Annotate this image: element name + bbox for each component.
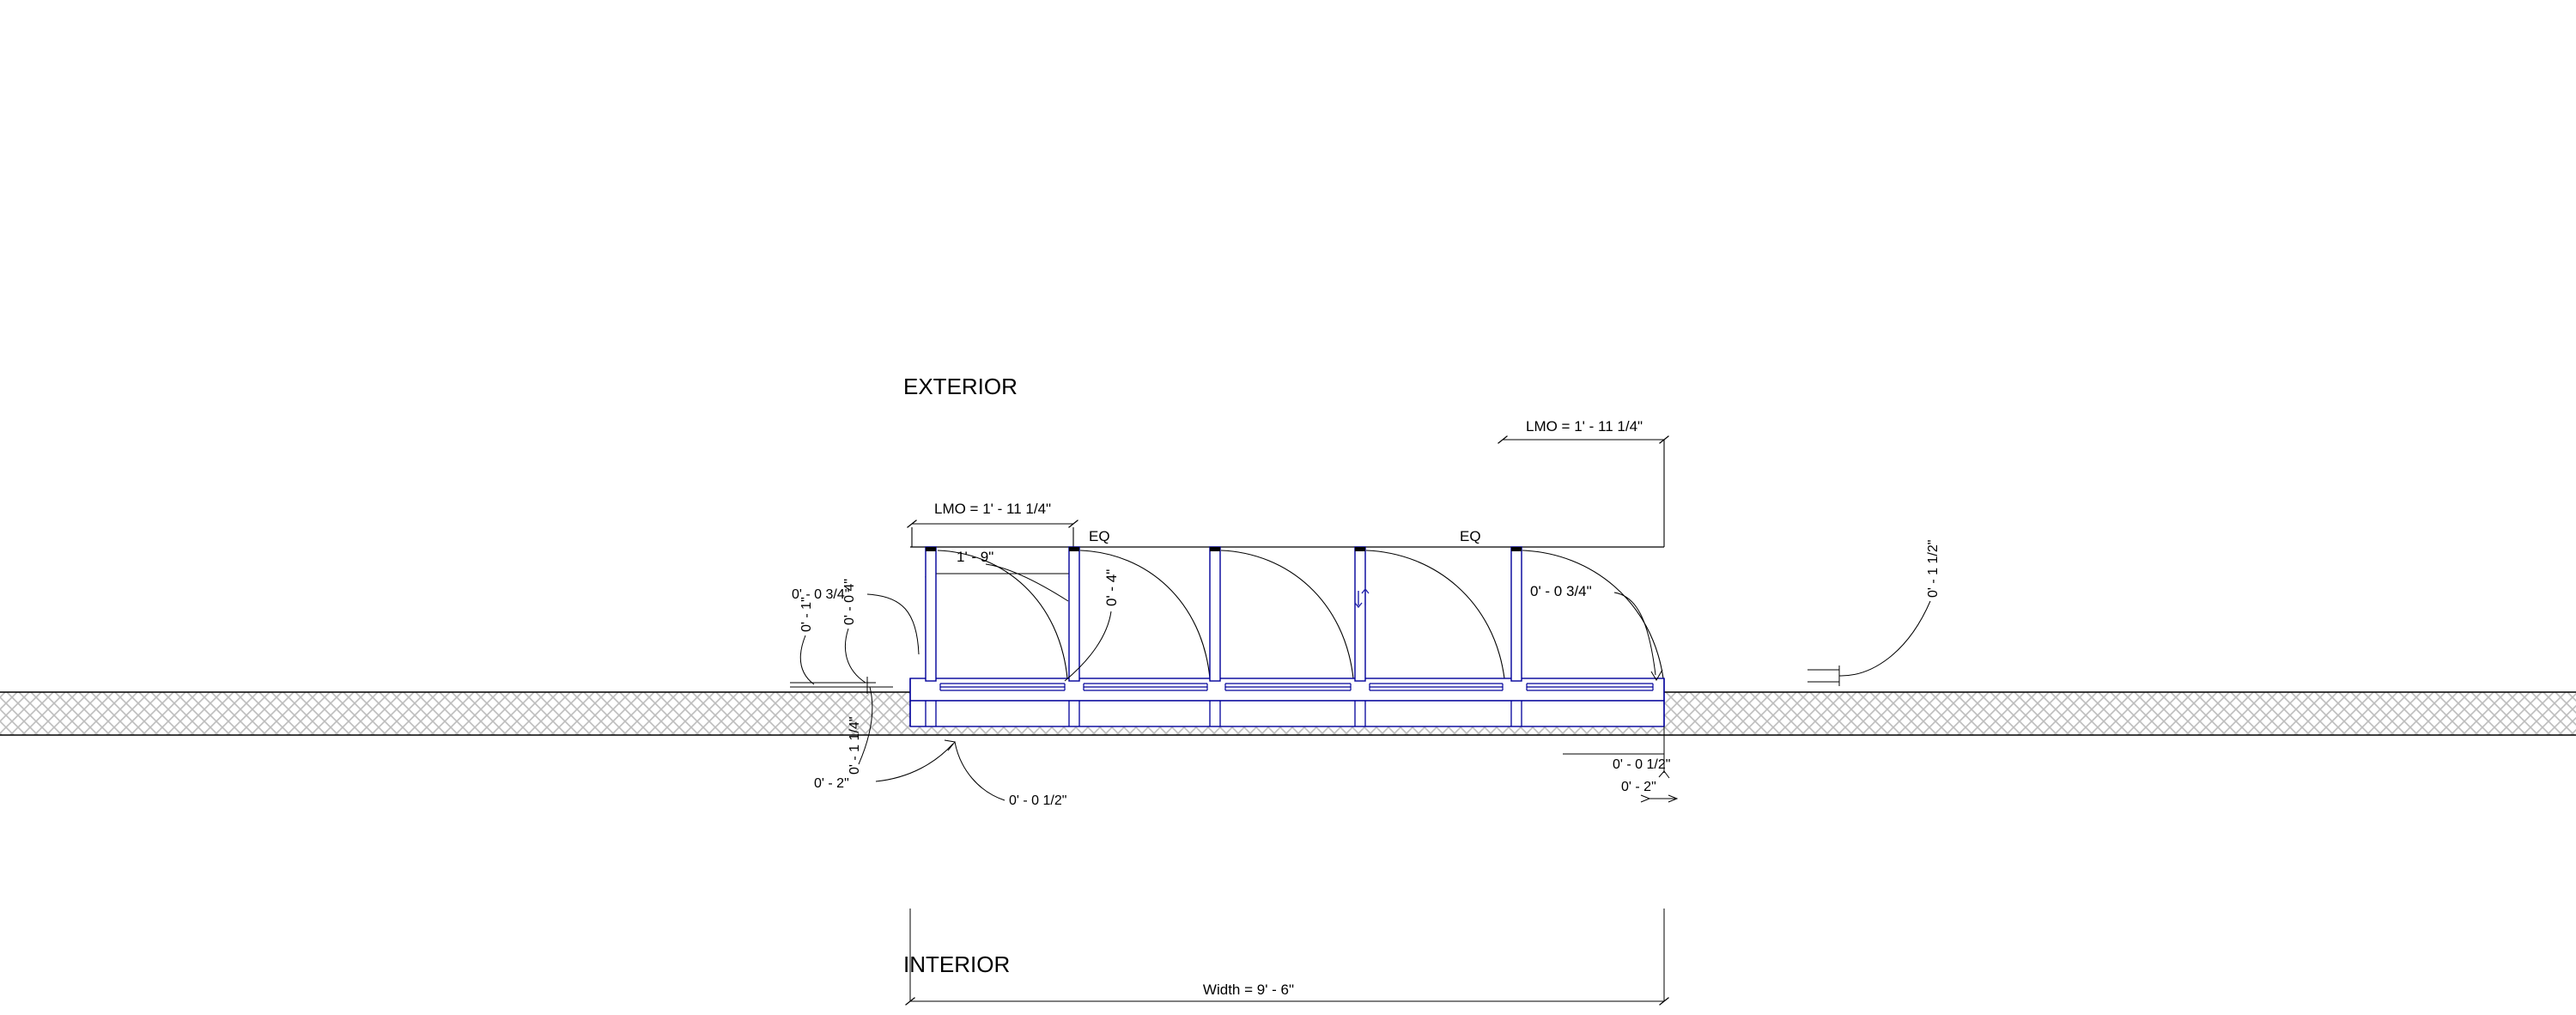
dimension-sill-3-text: 0' - 0 1/2": [1009, 793, 1066, 808]
left-annotations[interactable]: 0' - 1" 0' - 0 4" 0' - 0 3/4": [790, 579, 920, 694]
dimension-right-detail-text: 0' - 1 1/2": [1926, 540, 1941, 598]
dimension-jamb-2-text: 0' - 0 4": [842, 579, 857, 625]
dimension-lmo-left[interactable]: LMO = 1' - 11 1/4": [907, 501, 1078, 547]
mullions: [925, 546, 1522, 682]
dimension-lmo-right-text: LMO = 1' - 11 1/4": [1526, 418, 1643, 435]
dimension-stile-depth[interactable]: 0' - 4": [1064, 569, 1120, 682]
dimension-head-offset-right-text: 0' - 0 3/4": [1530, 583, 1592, 599]
bottom-left-annotations[interactable]: 0' - 1 1/4" 0' - 2" 0' - 0 1/2": [814, 686, 1066, 808]
dimension-jamb-3-text: 0' - 0 3/4": [792, 587, 849, 602]
dimension-right-sill-2-text: 0' - 2": [1621, 780, 1656, 794]
eq-label-left: EQ: [1089, 528, 1110, 544]
eq-label-right: EQ: [1460, 528, 1481, 544]
dimension-sill-1-text: 0' - 1 1/4": [848, 717, 862, 775]
dimension-lmo-right[interactable]: LMO = 1' - 11 1/4": [1498, 418, 1669, 547]
dimension-jamb-1-text: 0' - 1": [799, 597, 814, 632]
dimension-overall-width-text: Width = 9' - 6": [1203, 982, 1294, 998]
bottom-right-annotations[interactable]: 0' - 0 1/2" 0' - 2": [1563, 726, 1676, 799]
dimension-stile-depth-text: 0' - 4": [1103, 569, 1120, 606]
sill-assembly: [909, 678, 1665, 727]
dimension-right-sill-1-text: 0' - 0 1/2": [1613, 757, 1670, 772]
dimension-sill-2-text: 0' - 2": [814, 776, 849, 791]
dimension-lmo-left-text: LMO = 1' - 11 1/4": [934, 501, 1051, 517]
dimension-head-offset-right[interactable]: 0' - 0 3/4": [1530, 583, 1663, 681]
flip-control-icon[interactable]: [1354, 587, 1370, 609]
far-right-detail[interactable]: 0' - 1 1/2": [1807, 540, 1941, 686]
door-swing-arcs: [937, 550, 1664, 679]
exterior-label: EXTERIOR: [903, 374, 1018, 399]
dimension-panel-width[interactable]: 1' - 9": [925, 547, 1078, 602]
interior-label: INTERIOR: [903, 951, 1010, 977]
assembly-jambs: [909, 678, 1665, 726]
dimension-overall-width[interactable]: Width = 9' - 6": [905, 909, 1669, 1006]
